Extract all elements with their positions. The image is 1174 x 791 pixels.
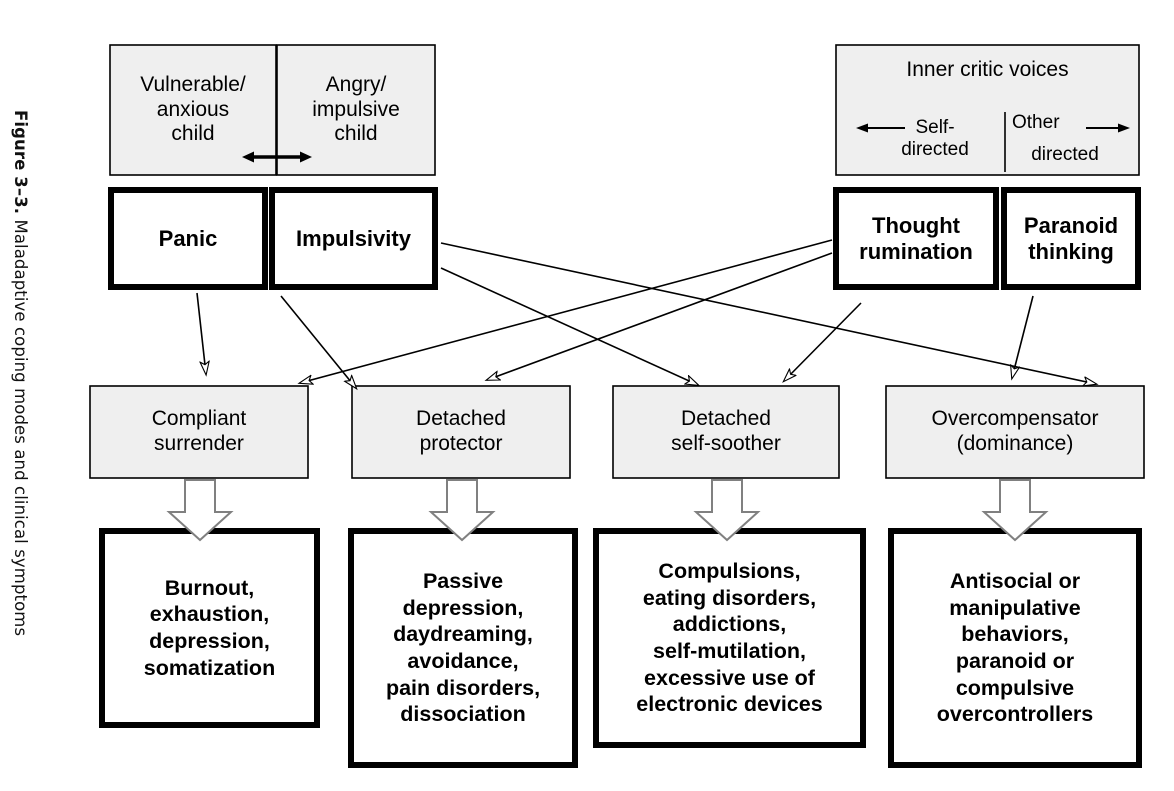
- box-detached-self-soother[interactable]: [612, 385, 840, 479]
- inner-critic-box-group: [835, 44, 1140, 176]
- box-passive-depression-group[interactable]: [348, 528, 578, 768]
- clinical-symptoms-row: [99, 528, 1142, 768]
- box-thought-rumination[interactable]: [833, 187, 999, 290]
- block-arrow-soother-to-compulsions: [693, 479, 761, 542]
- block-arrow-protector-to-passive-depression: [428, 479, 496, 542]
- connector-paranoid-thinking-to-overcompensator: [1012, 295, 1034, 378]
- connector-impulsivity-to-detached-protector: [280, 295, 356, 388]
- coping-modes-row: [89, 385, 1145, 479]
- box-paranoid-thinking[interactable]: [1001, 187, 1141, 290]
- block-arrow-compliant-to-burnout: [166, 479, 234, 542]
- other-directed-arrow-icon: [1086, 123, 1130, 133]
- box-overcompensator-dominance[interactable]: [885, 385, 1145, 479]
- box-compulsions-group[interactable]: [593, 528, 866, 748]
- block-arrows: [166, 479, 1049, 542]
- box-burnout-group[interactable]: [99, 528, 320, 728]
- connector-panic-to-compliant-surrender: [196, 292, 206, 374]
- box-detached-protector[interactable]: [351, 385, 571, 479]
- child-modes-row: [109, 44, 436, 176]
- connector-thought-rumination-to-detached-protector: [487, 252, 833, 380]
- connector-thought-rumination-to-overcompensator: [784, 302, 862, 381]
- bidirectional-arrow-icon: [242, 151, 312, 163]
- connector-thought-rumination-to-compliant-surrender: [300, 239, 833, 383]
- mode-connectors: [196, 239, 1096, 388]
- box-vulnerable-anxious-child[interactable]: [109, 44, 277, 176]
- self-directed-arrow-icon: [856, 123, 905, 133]
- box-panic[interactable]: [108, 187, 268, 290]
- box-compliant-surrender[interactable]: [89, 385, 309, 479]
- symptom-modes-row: [108, 187, 1141, 290]
- box-antisocial-group[interactable]: [888, 528, 1142, 768]
- connector-impulsivity-to-overcompensator: [440, 242, 1096, 384]
- connector-impulsivity-to-detached-self-soother: [440, 267, 698, 385]
- block-arrow-overcompensator-to-antisocial: [981, 479, 1049, 542]
- box-impulsivity[interactable]: [269, 187, 438, 290]
- box-inner-critic-voices[interactable]: [835, 44, 1140, 176]
